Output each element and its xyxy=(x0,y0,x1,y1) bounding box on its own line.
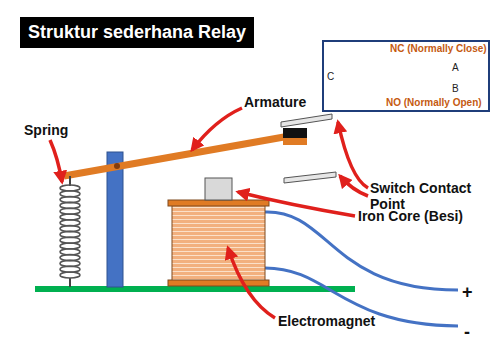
spring-coil xyxy=(60,176,80,287)
part-label: Switch Contact Point xyxy=(370,180,480,212)
electromagnet-coil xyxy=(172,205,265,283)
base-plate xyxy=(35,286,355,292)
moving-contact xyxy=(283,138,307,145)
coil-flange xyxy=(168,200,269,206)
part-label: + xyxy=(462,282,473,303)
pivot-pin xyxy=(114,163,120,169)
coil-flange xyxy=(168,280,269,286)
schematic-label: NO (Normally Open) xyxy=(386,97,482,108)
diagram-title: Struktur sederhana Relay xyxy=(20,17,254,48)
leader-arrow xyxy=(50,108,368,318)
no-contact xyxy=(284,172,336,183)
moving-contact xyxy=(283,128,307,138)
iron-core xyxy=(205,178,232,200)
part-label: - xyxy=(464,322,470,343)
schematic-label: C xyxy=(327,71,334,82)
nc-contact xyxy=(281,114,332,127)
part-label: Iron Core (Besi) xyxy=(358,208,463,224)
part-label: Spring xyxy=(24,122,68,138)
schematic-inset: NC (Normally Close) C AB NO (Normally Open) xyxy=(322,40,490,112)
schematic-label: A xyxy=(452,62,459,73)
schematic-label: NC (Normally Close) xyxy=(390,43,487,54)
part-label: Armature xyxy=(244,94,306,110)
armature-bar xyxy=(64,137,284,176)
pivot-post xyxy=(107,152,123,287)
schematic-label: B xyxy=(452,83,459,94)
part-label: Electromagnet xyxy=(278,313,375,329)
